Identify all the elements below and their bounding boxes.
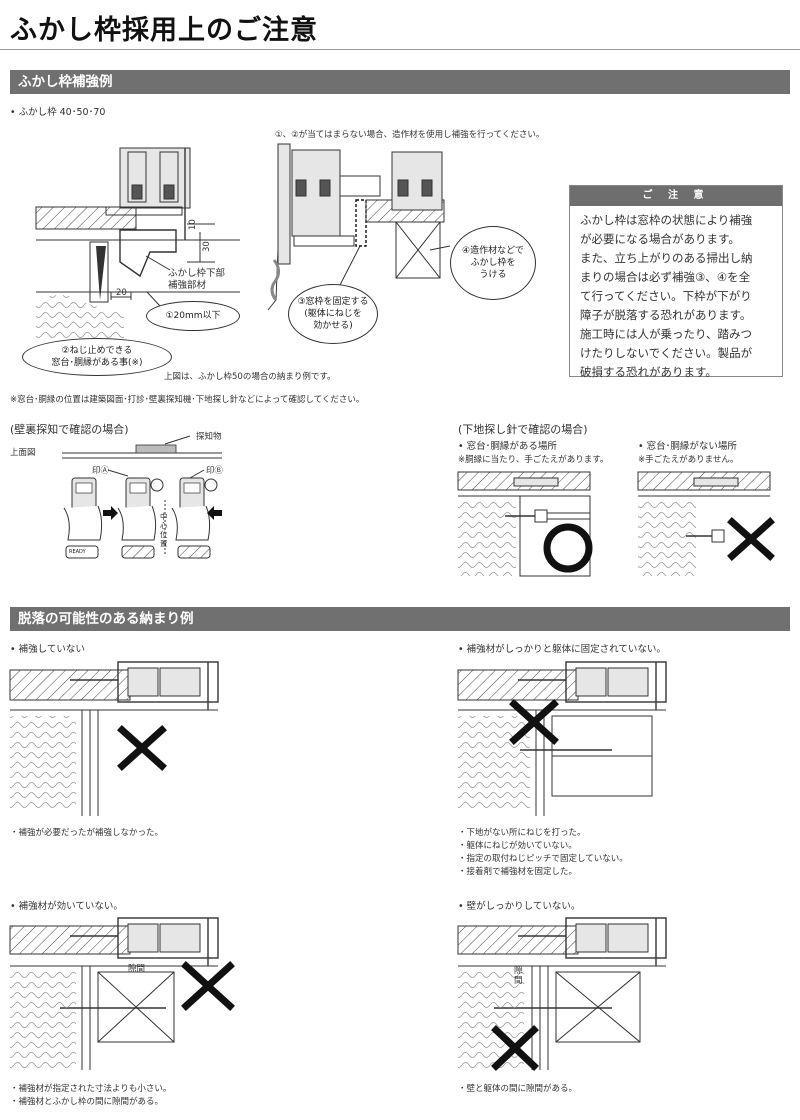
detected-object-label: 探知物 bbox=[196, 432, 222, 442]
figure-frame-detail-right bbox=[267, 143, 451, 311]
mark-a-label: 印Ⓐ bbox=[92, 466, 110, 476]
gap-label: 隙間 bbox=[128, 964, 146, 974]
dimension-10: 10 bbox=[188, 219, 198, 230]
figure-case-not-reinforced bbox=[9, 661, 219, 816]
figure-wall-detector bbox=[62, 435, 222, 559]
needle-method-title: (下地探し針で確認の場合) bbox=[458, 423, 588, 436]
case-title: • 補強材が効いていない。 bbox=[10, 901, 123, 912]
section-heading-reinforcement: ふかし枠補強例 bbox=[10, 70, 790, 94]
mark-b-label: 印Ⓑ bbox=[206, 466, 224, 476]
plan-view-label: 上面図 bbox=[10, 448, 36, 458]
figure-case-ineffective bbox=[9, 917, 235, 1070]
case-title: • 補強していない bbox=[10, 644, 85, 655]
caution-box: ご 注 意 ふかし枠は窓枠の状態により補強 が必要になる場合があります。 また、… bbox=[569, 185, 783, 379]
dimension-20: 20 bbox=[116, 288, 127, 298]
caution-heading: ご 注 意 bbox=[570, 186, 782, 206]
frame-variants-label: • ふかし枠 40･50･70 bbox=[10, 107, 106, 118]
dimension-30: 30 bbox=[202, 241, 212, 252]
lower-reinforcement-label: ふかし枠下部 補強部材 bbox=[168, 268, 226, 291]
detector-device-label: READY bbox=[69, 549, 86, 555]
page-title: ふかし枠採用上のご注意 bbox=[10, 15, 318, 46]
section-heading-failure-cases: 脱落の可能性のある納まり例 bbox=[10, 607, 790, 631]
caution-text: ふかし枠は窓枠の状態により補強 が必要になる場合があります。 また、立ち上がりの… bbox=[580, 213, 753, 379]
figure-needle-present bbox=[457, 471, 593, 577]
case-note: ・壁と躯体の間に隙間がある。 bbox=[458, 1084, 578, 1094]
reinforcement-instruction: ①、②が当てはまらない場合、造作材を使用し補強を行ってください。 bbox=[275, 130, 545, 140]
needle-present-heading: • 窓台･胴縁がある場所 bbox=[458, 441, 557, 452]
callout-fix-window-frame: ③窓枠を固定する (躯体にねじを 効かせる) bbox=[288, 284, 378, 344]
figure-note: 上図は、ふかし枠50の場合の納まり例です。 bbox=[164, 372, 336, 382]
case-note: ・補強が必要だったが補強しなかった。 bbox=[10, 828, 164, 838]
case-note: ・躯体にねじが効いていない。 bbox=[458, 841, 577, 851]
case-title: • 補強材がしっかりと躯体に固定されていない。 bbox=[458, 644, 666, 655]
case-title: • 壁がしっかりしていない。 bbox=[458, 901, 581, 912]
callout-screwable-sill: ②ねじ止めできる 窓台･胴縁がある事(※) bbox=[22, 338, 172, 376]
title-divider bbox=[0, 49, 800, 50]
case-note: ・補強材が指定された寸法よりも小さい。 bbox=[10, 1084, 172, 1094]
needle-absent-heading: • 窓台･胴縁がない場所 bbox=[638, 441, 737, 452]
figure-needle-absent bbox=[637, 471, 775, 576]
callout-under-20mm: ①20mm以下 bbox=[146, 301, 240, 331]
needle-absent-note: ※手ごたえがありません。 bbox=[638, 455, 739, 465]
case-note: ・補強材とふかし枠の間に隙間がある。 bbox=[10, 1097, 164, 1107]
figure-case-not-fixed bbox=[457, 661, 667, 816]
center-position-label: 中心位置 bbox=[160, 512, 168, 548]
position-footnote: ※窓台･胴縁の位置は建築図面･打診･壁裏探知機･下地探し針などによって確認してく… bbox=[10, 395, 365, 405]
case-note: ・接着剤で補強材を固定した。 bbox=[458, 867, 578, 877]
callout-support-with-timber: ④造作材などで ふかし枠を うける bbox=[450, 226, 536, 300]
needle-present-note: ※胴縁に当たり、手ごたえがあります。 bbox=[458, 455, 609, 465]
detector-method-title: (壁裏探知で確認の場合) bbox=[10, 423, 129, 436]
case-note: ・指定の取付ねじピッチで固定していない。 bbox=[458, 854, 628, 864]
gap-label: 隙間 bbox=[514, 966, 523, 986]
figure-frame-detail-left bbox=[35, 147, 240, 340]
figure-case-weak-wall bbox=[457, 917, 667, 1071]
case-note: ・下地がない所にねじを打った。 bbox=[458, 828, 586, 838]
